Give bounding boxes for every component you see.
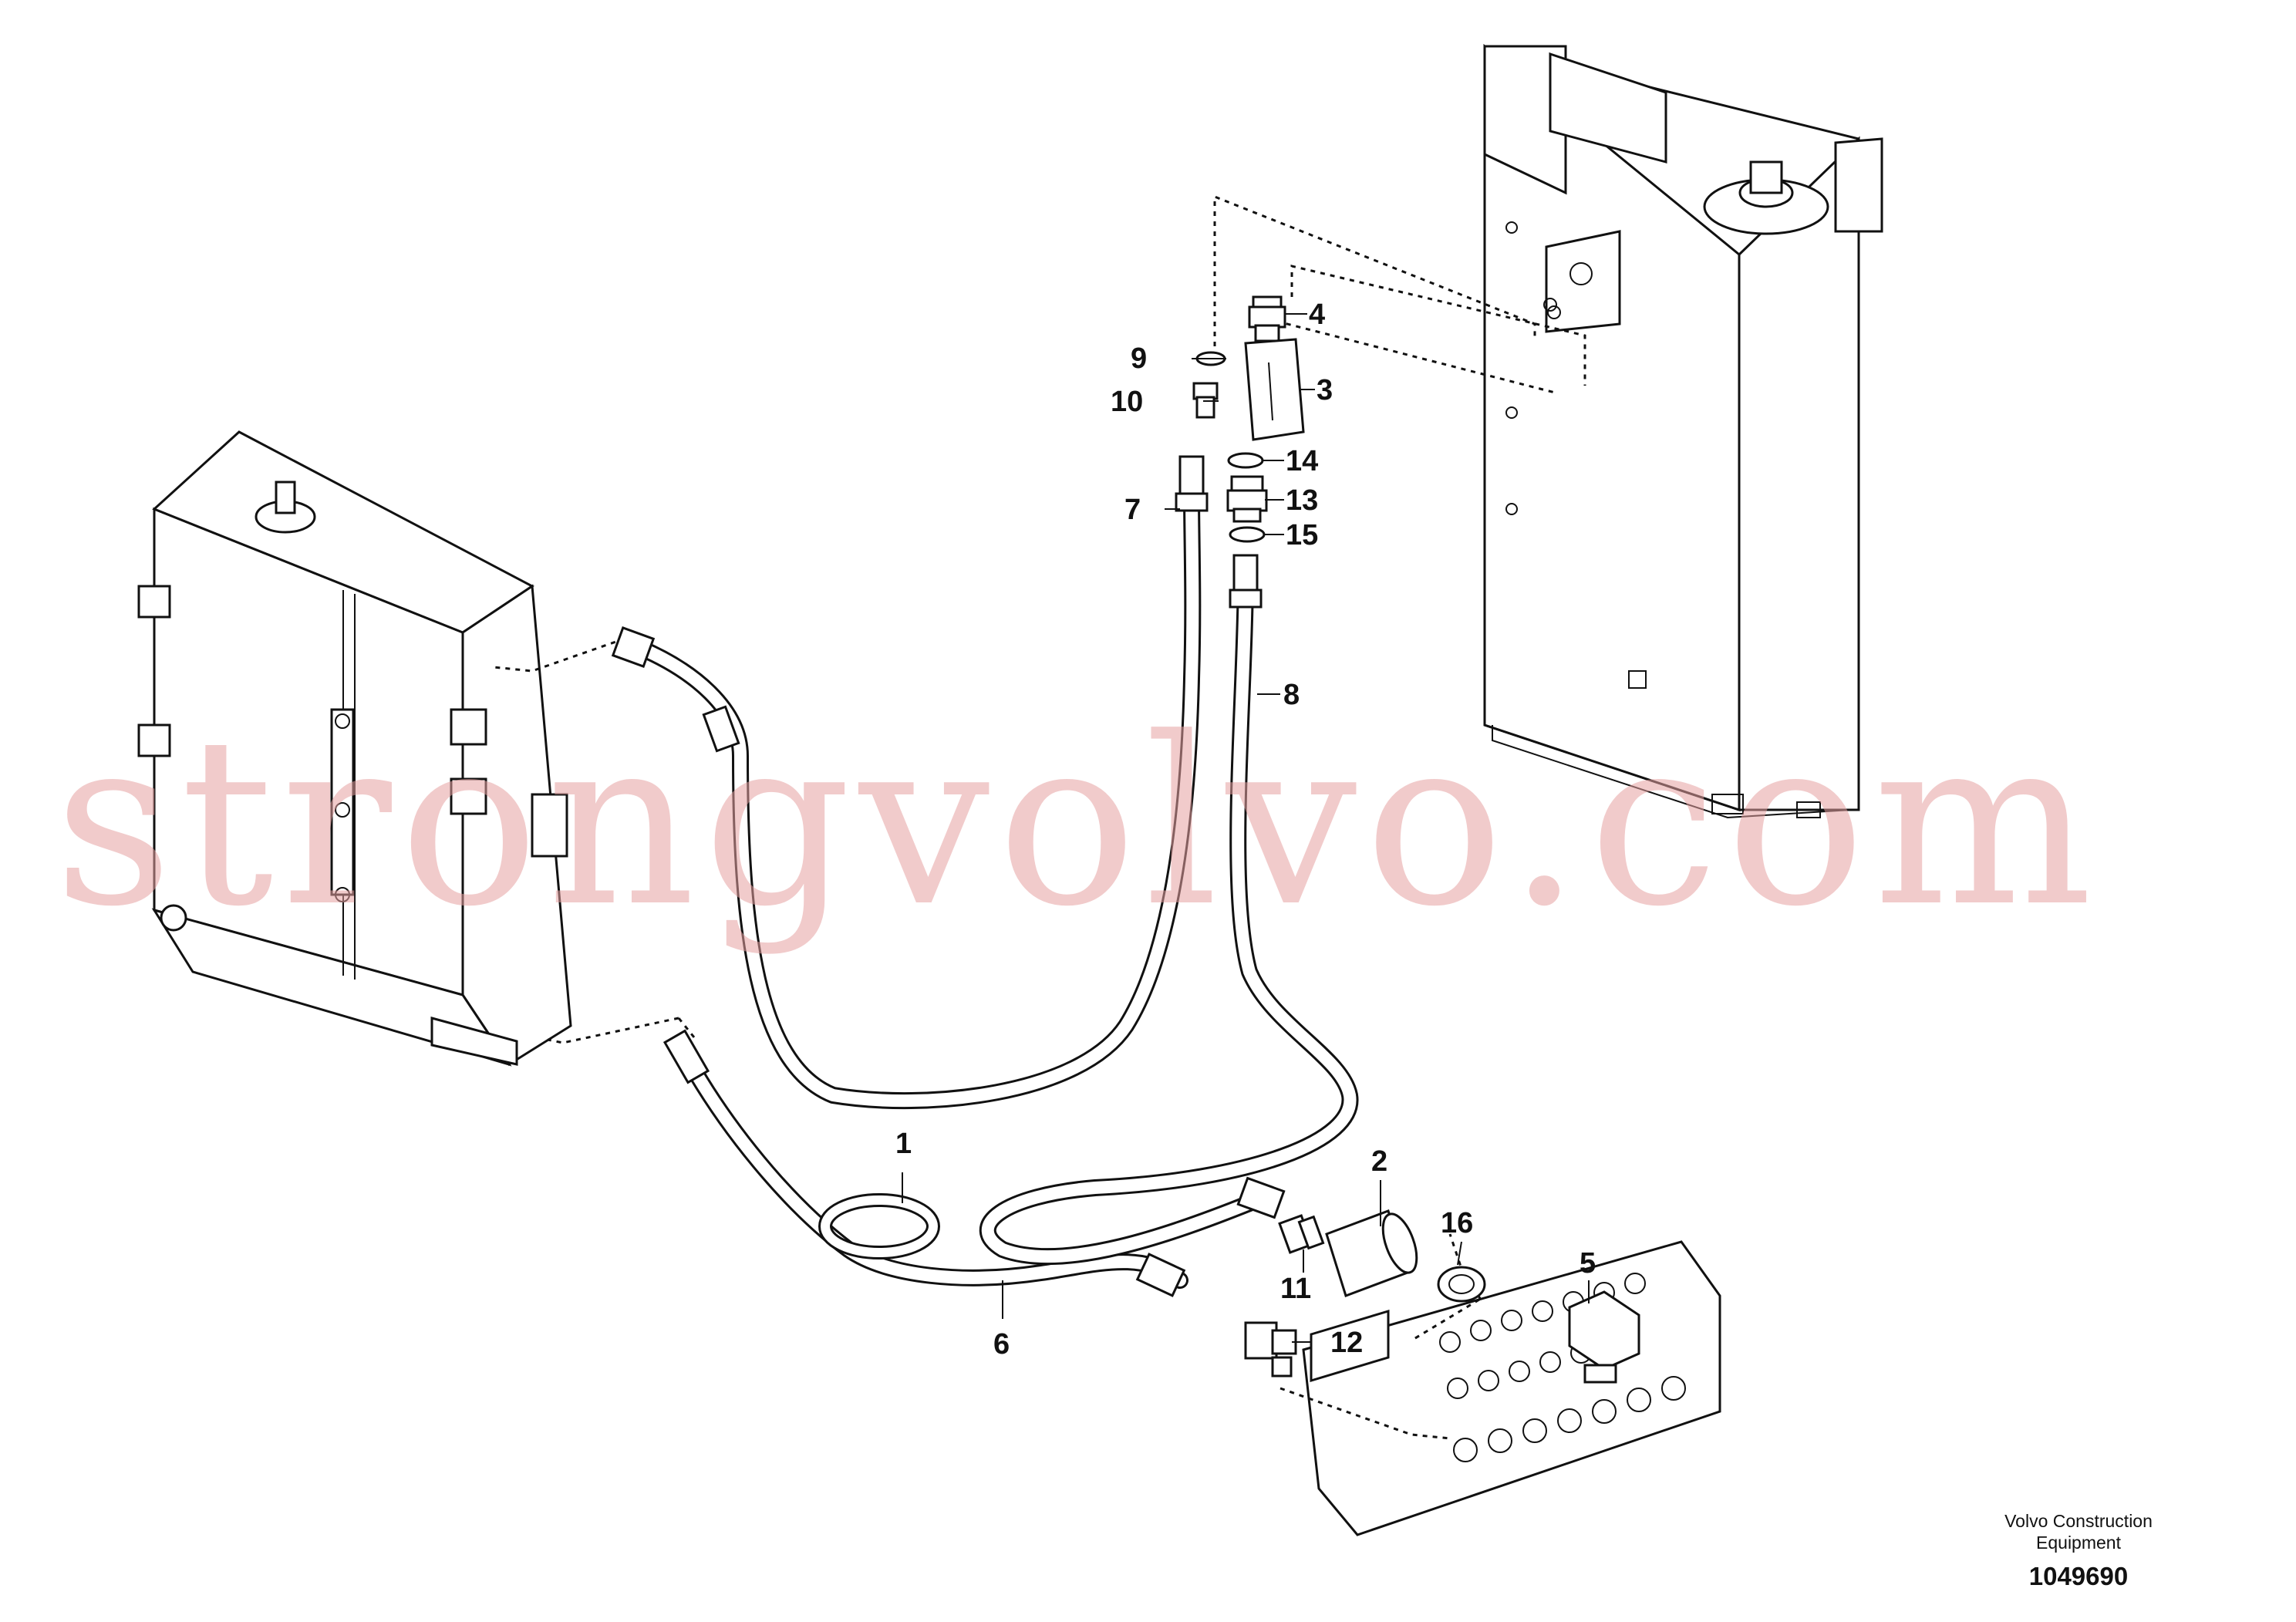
callout-16: 16 — [1441, 1207, 1473, 1239]
valve-ports — [1439, 1273, 1686, 1462]
part-14-o-ring — [1227, 452, 1264, 469]
callout-4: 4 — [1309, 298, 1325, 331]
callout-2: 2 — [1371, 1145, 1387, 1178]
part-15-o-ring — [1229, 526, 1266, 543]
callout-1: 1 — [895, 1128, 912, 1160]
oil-cooler — [137, 430, 572, 1067]
part-16-plug — [1437, 1266, 1486, 1303]
callout-5: 5 — [1580, 1247, 1596, 1280]
hose-fittings — [611, 455, 1286, 1297]
hydraulic-tank — [1483, 43, 1883, 819]
hose-6 — [678, 1048, 1188, 1289]
callout-leaders — [902, 313, 1590, 1343]
drawing-number: 1049690 — [2029, 1562, 2128, 1590]
callout-labels: 1 2 3 4 5 6 7 8 9 10 11 12 13 14 15 16 — [895, 298, 1596, 1361]
part-12-elbow — [1244, 1321, 1297, 1378]
part-4-adapter — [1248, 295, 1286, 342]
callout-14: 14 — [1286, 445, 1318, 477]
clamp-1 — [818, 1193, 940, 1259]
callout-11: 11 — [1280, 1273, 1311, 1305]
callout-8: 8 — [1283, 679, 1300, 711]
part-5-sensor — [1568, 1290, 1640, 1384]
hose-8 — [979, 562, 1359, 1266]
part-13-adapter — [1226, 475, 1268, 523]
drawing-reference: Volvo Construction Equipment 1049690 — [2004, 1511, 2153, 1590]
brand-line-1: Volvo Construction — [2004, 1511, 2153, 1531]
watermark: strongvolvo.com — [54, 688, 2100, 957]
callout-13: 13 — [1286, 484, 1318, 517]
callout-10: 10 — [1111, 386, 1143, 418]
callout-12: 12 — [1330, 1327, 1363, 1359]
part-3-filter-block — [1244, 338, 1305, 441]
callout-15: 15 — [1286, 519, 1318, 551]
callout-3: 3 — [1317, 374, 1333, 406]
part-2-filter — [1325, 1209, 1418, 1297]
part-11-adapter — [1278, 1214, 1325, 1254]
brand-line-2: Equipment — [2036, 1533, 2122, 1553]
leader-dashed-lines — [493, 194, 1586, 1440]
callout-7: 7 — [1124, 494, 1141, 526]
part-10-nipple — [1192, 382, 1219, 419]
callout-6: 6 — [993, 1328, 1010, 1361]
callout-9: 9 — [1131, 342, 1147, 375]
hose-7 — [632, 485, 1202, 1110]
